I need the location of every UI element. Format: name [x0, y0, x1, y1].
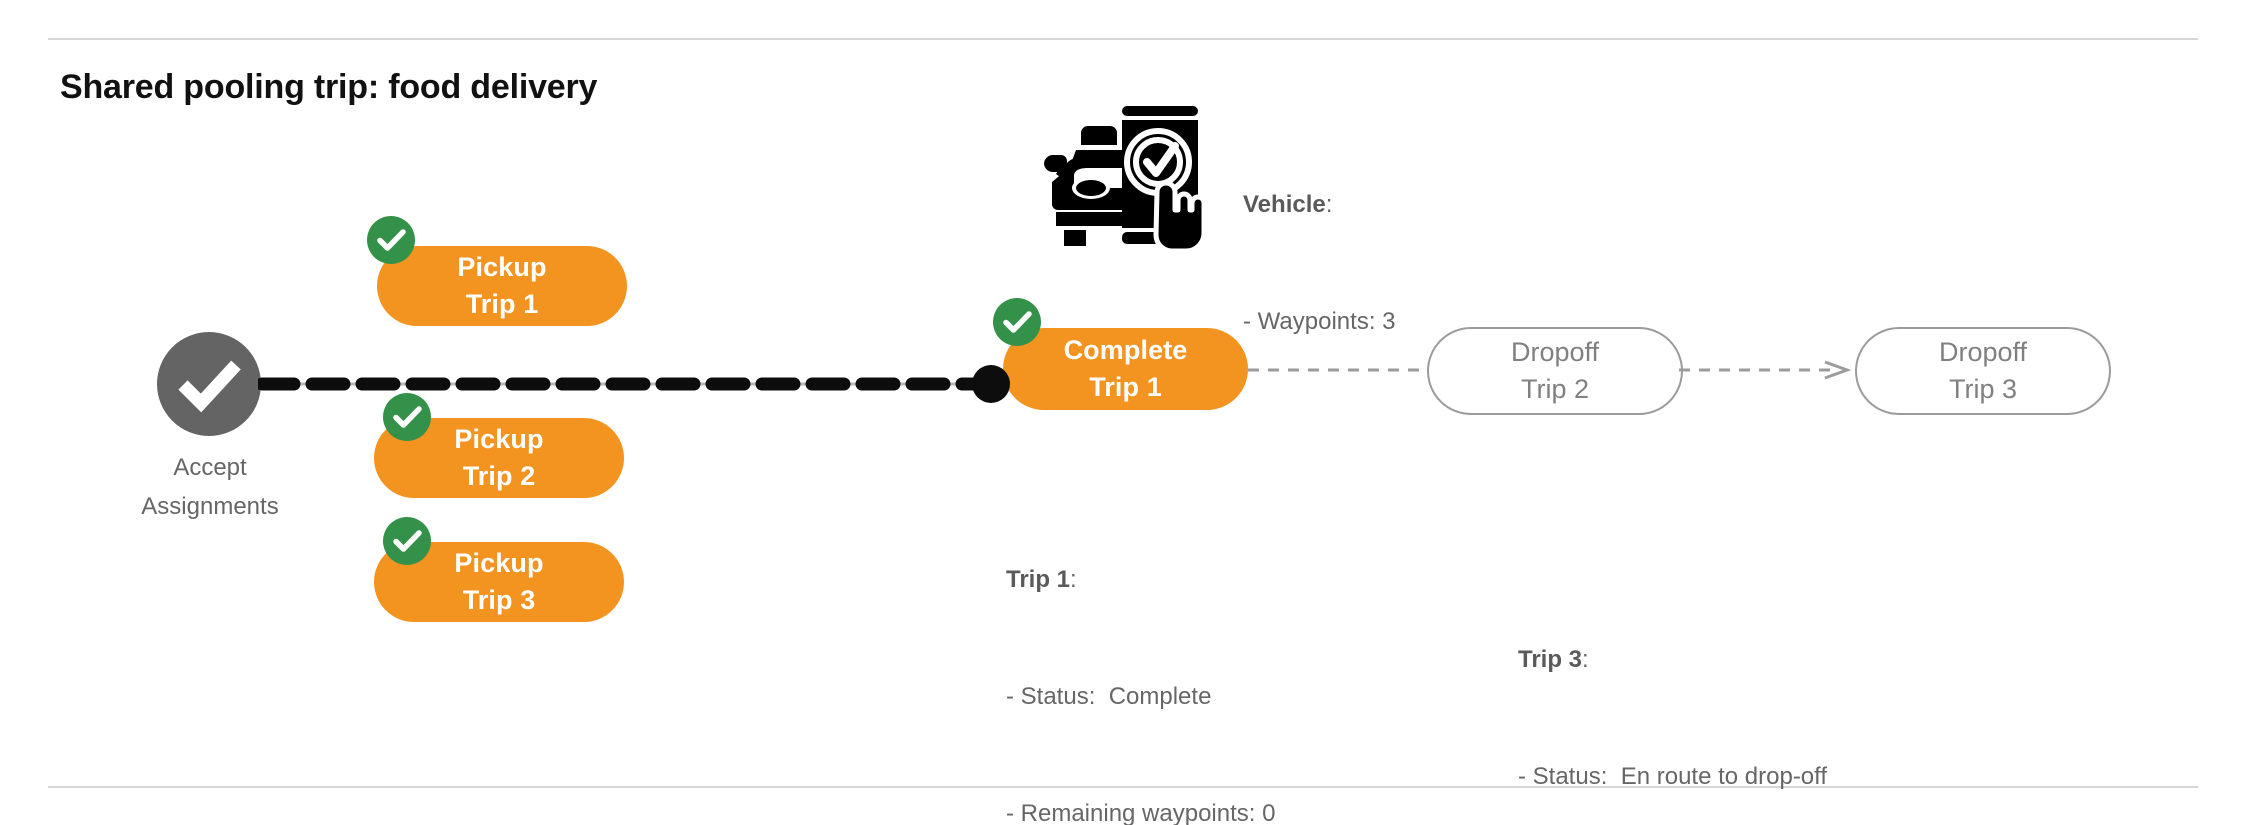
trip3-status-line: - Status: En route to drop-off: [1518, 763, 1828, 790]
complete-trip-1-line2: Trip 1: [1089, 372, 1162, 402]
trip3-heading: Trip 3:: [1518, 640, 1827, 679]
connector-complete-to-dropoff2: [1248, 360, 1430, 380]
vehicle-info-heading: Vehicle:: [1243, 185, 1396, 224]
trip3-heading-colon: :: [1582, 646, 1589, 673]
pickup-trip-1-line2: Trip 1: [465, 289, 539, 319]
accept-assignments-node[interactable]: [157, 332, 261, 436]
page-title: Shared pooling trip: food delivery: [60, 68, 598, 106]
pickup-trip-2-check-badge: [383, 393, 431, 441]
pickup-trip-1-check-badge: [367, 216, 415, 264]
car-phone-check-icon: [1034, 88, 1209, 256]
assignments-connector-dashed: [255, 377, 1001, 391]
trip3-heading-label: Trip 3: [1518, 646, 1583, 673]
accept-assignments-label: Accept Assignments: [90, 448, 330, 526]
vehicle-heading-colon: :: [1325, 191, 1333, 218]
dropoff-trip-2-line1: Dropoff: [1510, 337, 1600, 367]
pickup-trip-1-line1: Pickup: [457, 252, 547, 282]
vehicle-waypoints-line: - Waypoints: 3: [1243, 308, 1396, 335]
pickup-trip-3-check-badge: [383, 517, 431, 565]
pickup-trip-2-line1: Pickup: [454, 424, 544, 454]
connector-dropoff2-to-dropoff3: [1679, 360, 1859, 380]
dropoff-trip-2-pill[interactable]: Dropoff Trip 2: [1427, 327, 1683, 415]
route-junction-dot: [972, 365, 1010, 403]
trip1-heading-colon: :: [1070, 566, 1077, 593]
dropoff-trip-3-pill[interactable]: Dropoff Trip 3: [1855, 327, 2111, 415]
complete-trip-1-line1: Complete: [1063, 335, 1188, 365]
dropoff-trip-2-line2: Trip 2: [1520, 374, 1589, 404]
check-circle-icon: [157, 332, 261, 436]
vehicle-info-block: Vehicle: - Waypoints: 3: [1243, 107, 1396, 419]
divider-bottom: [48, 786, 2198, 788]
complete-trip-1-check-badge: [993, 298, 1041, 346]
pickup-trip-3-line1: Pickup: [454, 548, 544, 578]
accept-label-line2: Assignments: [141, 493, 279, 520]
pickup-trip-2-line2: Trip 2: [462, 461, 536, 491]
trip1-heading: Trip 1:: [1006, 560, 1315, 599]
dropoff-trip-3-line2: Trip 3: [1948, 374, 2017, 404]
pickup-trip-1-pill[interactable]: Pickup Trip 1: [377, 246, 627, 326]
trip-3-info-block: Trip 3: - Status: En route to drop-off -…: [1518, 562, 1827, 825]
trip1-status-line: - Status: Complete: [1006, 683, 1212, 710]
complete-trip-1-pill[interactable]: Complete Trip 1: [1003, 328, 1248, 410]
trip-1-2-info-block: Trip 1: - Status: Complete - Remaining w…: [1006, 482, 1315, 825]
vehicle-heading-label: Vehicle: [1243, 191, 1326, 218]
divider-top: [48, 38, 2198, 40]
pickup-trip-3-line2: Trip 3: [462, 585, 536, 615]
trip1-heading-label: Trip 1: [1006, 566, 1071, 593]
trip1-waypoints-line: - Remaining waypoints: 0: [1006, 800, 1276, 825]
dropoff-trip-3-line1: Dropoff: [1938, 337, 2028, 367]
accept-label-line1: Accept: [173, 454, 247, 481]
